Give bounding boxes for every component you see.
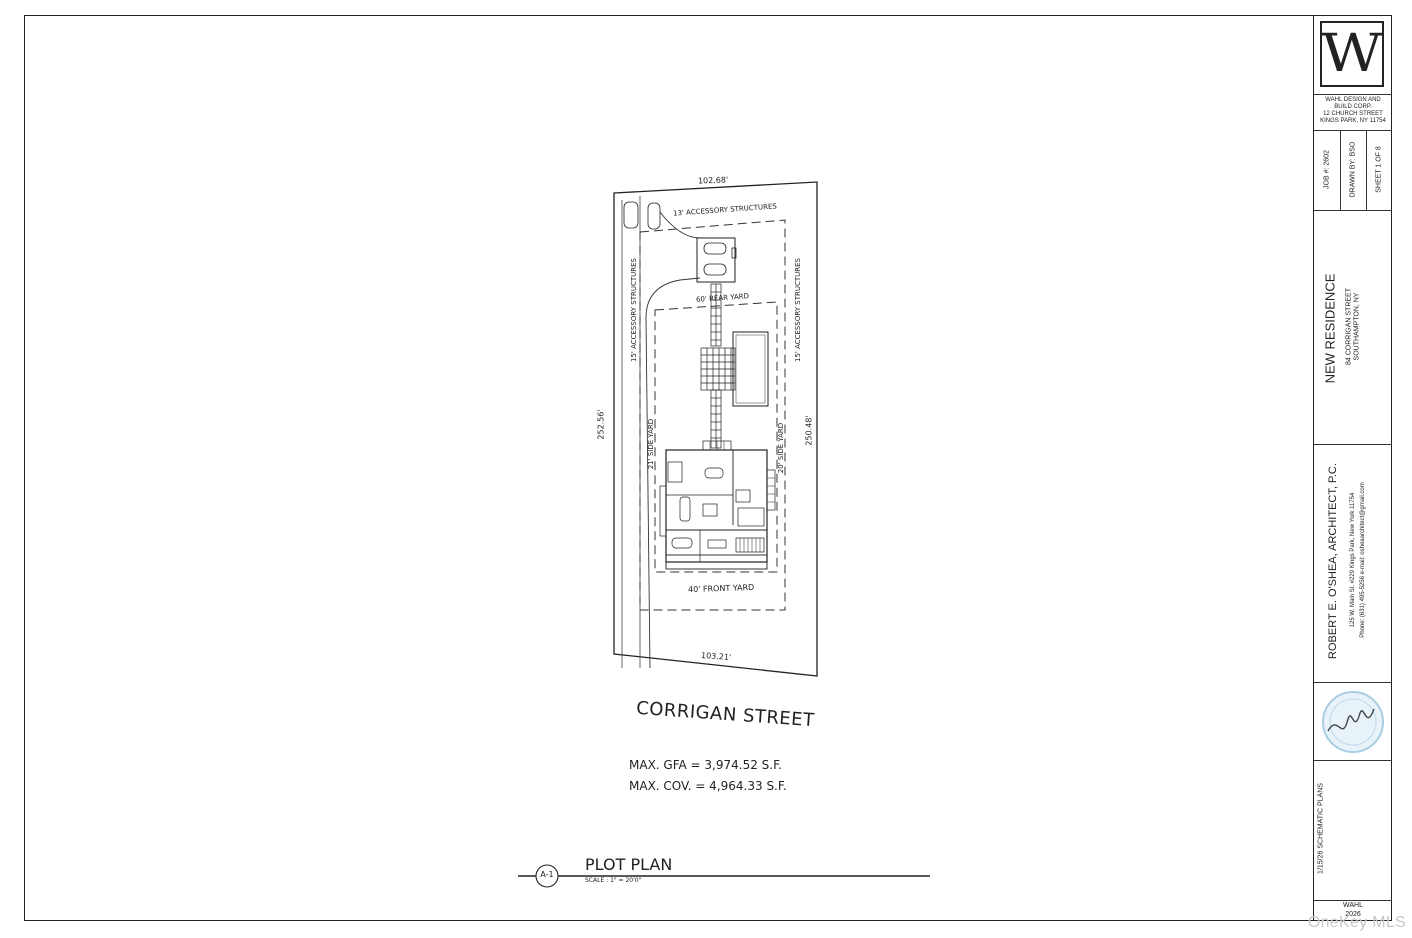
architect-address: 125 W. Main St. #229 Kings Park, New Yor…: [1350, 492, 1356, 628]
max-cov-note: MAX. COV. = 4,964.33 S.F.: [629, 779, 787, 793]
plan-title: PLOT PLAN: [585, 855, 673, 874]
architect-contact: Phone: (631) 495-5256 e-mail: osheaarchi…: [1360, 482, 1366, 638]
house-footprint: [659, 440, 776, 563]
logo-letter: W: [1321, 24, 1383, 84]
company-line-4: KINGS PARK, NY 11754: [1320, 118, 1386, 124]
tb-footer-cell: WAHL 2026: [1314, 901, 1392, 921]
plan-scale: SCALE : 1" = 20'0": [585, 877, 642, 884]
lot-dim-right: 250.48': [804, 415, 814, 446]
building-envelope: [654, 301, 778, 573]
drawn-by: DRAWN BY: BSO: [1349, 141, 1357, 198]
footer-company: WAHL: [1343, 902, 1363, 909]
company-line-3: 12 CHURCH STREET: [1323, 111, 1383, 117]
setback-side-right: 20' SIDE YARD: [777, 422, 786, 474]
architect-seal: [1322, 691, 1384, 753]
pool: [732, 331, 769, 407]
setback-accessory-left: 15' ACCESSORY STRUCTURES: [629, 258, 638, 362]
sheet-number: SHEET 1 OF 8: [1375, 146, 1383, 193]
title-block: W WAHL DESIGN AND BUILD CORP. 12 CHURCH …: [1313, 15, 1392, 921]
tb-company-cell: WAHL DESIGN AND BUILD CORP. 12 CHURCH ST…: [1314, 95, 1392, 131]
front-porch: [665, 554, 768, 570]
tb-project-cell: NEW RESIDENCE 84 CORRIGAN STREET SOUTHAM…: [1314, 211, 1392, 445]
company-line-2: BUILD CORP.: [1334, 104, 1372, 110]
architect-signature: [1327, 708, 1375, 732]
project-address: 84 CORRIGAN STREET: [1345, 288, 1353, 366]
date-phase: 1/15/26 SCHEMATIC PLANS: [1317, 783, 1325, 874]
walkway: [710, 283, 722, 449]
tb-seal-cell: [1314, 683, 1392, 761]
accessory-setback-line: [639, 219, 786, 611]
setback-accessory-right: 15' ACCESSORY STRUCTURES: [793, 258, 802, 362]
lot-dim-left: 252.56': [596, 409, 606, 440]
sheet-ref-circle: [535, 864, 559, 888]
drawing-sheet-border: [24, 15, 1392, 921]
company-logo: W: [1320, 21, 1384, 87]
watermark: OneKey MLS: [1307, 914, 1406, 931]
tb-job-cell: JOB #: 2602 DRAWN BY: BSO SHEET 1 OF 8: [1314, 131, 1392, 211]
job-number: JOB #: 2602: [1323, 150, 1331, 189]
sheet-ref: A-1: [540, 870, 554, 879]
project-city: SOUTHAMPTON, NY: [1353, 292, 1361, 361]
lot-dim-top: 102.68': [697, 175, 729, 186]
lot-boundary: [613, 181, 818, 677]
patio: [700, 347, 736, 391]
max-gfa-note: MAX. GFA = 3,974.52 S.F.: [629, 758, 782, 772]
tb-logo-cell: W: [1314, 15, 1392, 95]
project-title: NEW RESIDENCE: [1322, 273, 1338, 384]
tb-architect-cell: ROBERT E. O'SHEA, ARCHITECT, P.C. 125 W.…: [1314, 445, 1392, 683]
garage: [696, 237, 736, 283]
architect-name: ROBERT E. O'SHEA, ARCHITECT, P.C.: [1327, 463, 1339, 659]
company-line-1: WAHL DESIGN AND: [1325, 97, 1381, 103]
tb-date-cell: 1/15/26 SCHEMATIC PLANS: [1314, 761, 1392, 901]
setback-side-left: 21' SIDE YARD: [647, 418, 656, 470]
footer-year: 2026: [1345, 911, 1361, 918]
